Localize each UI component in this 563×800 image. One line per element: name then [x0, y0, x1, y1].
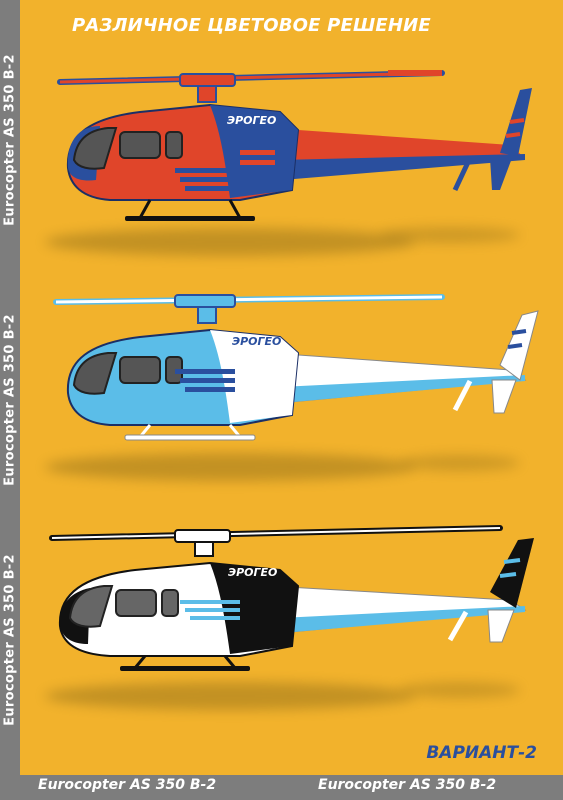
page-title: РАЗЛИЧНОЕ ЦВЕТОВОЕ РЕШЕНИЕ: [72, 15, 431, 36]
left-label-strip: [0, 0, 20, 775]
helicopter-black-white: ЭРОГЕО: [45, 525, 534, 710]
operator-logo: ЭРОГЕО: [228, 566, 277, 579]
bottom-label-right: Eurocopter AS 350 B-2: [318, 777, 497, 793]
operator-logo: ЭРОГЕО: [232, 335, 281, 348]
helicopter-light-blue-white: ЭРОГЕО: [45, 294, 539, 481]
side-label-top: Eurocopter AS 350 B-2: [2, 54, 18, 226]
operator-logo: ЭРОГЕО: [227, 114, 276, 127]
bottom-label-strip: [0, 775, 563, 800]
side-label-bottom: Eurocopter AS 350 B-2: [2, 554, 18, 726]
bottom-label-left: Eurocopter AS 350 B-2: [38, 777, 217, 793]
side-label-middle: Eurocopter AS 350 B-2: [2, 314, 18, 486]
helicopter-red-blue: ЭРОГЕО: [45, 70, 532, 256]
variant-label: ВАРИАНТ-2: [426, 743, 537, 763]
